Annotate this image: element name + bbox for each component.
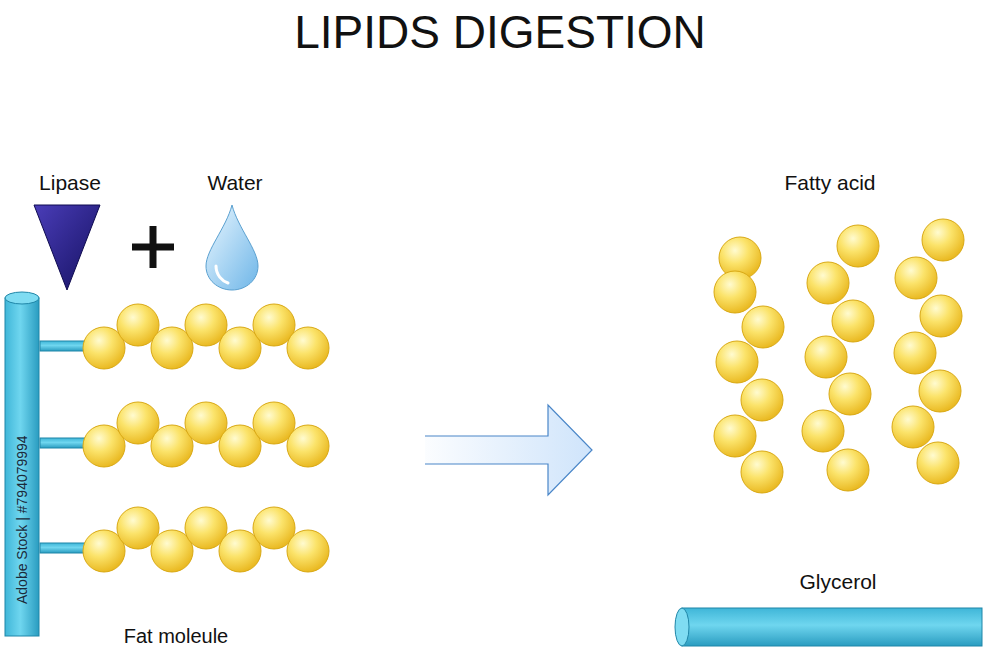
carbon-ball <box>807 262 849 304</box>
carbon-ball <box>287 327 329 369</box>
carbon-ball <box>287 425 329 467</box>
carbon-ball <box>920 295 962 337</box>
glycerol-backbone <box>5 292 88 636</box>
reactant-label: Water <box>207 171 262 194</box>
lipase-enzyme <box>34 205 100 290</box>
carbon-ball <box>802 410 844 452</box>
product-label: Glycerol <box>799 570 876 593</box>
product-label: Fatty acid <box>784 171 875 194</box>
plus-sign <box>132 226 174 268</box>
carbon-ball <box>716 341 758 383</box>
free-fatty-acids <box>714 219 964 493</box>
glycerol-molecule <box>675 608 982 646</box>
carbon-ball <box>837 225 879 267</box>
carbon-ball <box>741 379 783 421</box>
carbon-ball <box>827 449 869 491</box>
carbon-ball <box>829 373 871 415</box>
enzyme-label: Lipase <box>39 171 101 194</box>
carbon-ball <box>714 415 756 457</box>
carbon-ball <box>714 271 756 313</box>
carbon-ball <box>832 300 874 342</box>
fatty-acid-chains <box>83 304 329 572</box>
carbon-ball <box>742 306 784 348</box>
diagram-title: LIPIDS DIGESTION <box>294 7 706 58</box>
molecule-label: Fat moleule <box>124 625 229 647</box>
carbon-ball <box>895 257 937 299</box>
carbon-ball <box>741 451 783 493</box>
carbon-ball <box>892 406 934 448</box>
carbon-ball <box>805 336 847 378</box>
carbon-ball <box>894 332 936 374</box>
carbon-ball <box>917 442 959 484</box>
reaction-arrow <box>410 405 592 495</box>
carbon-ball <box>922 219 964 261</box>
watermark: Adobe Stock | #794079994 <box>14 436 29 605</box>
water-drop <box>206 205 258 290</box>
carbon-ball <box>919 370 961 412</box>
carbon-ball <box>287 530 329 572</box>
